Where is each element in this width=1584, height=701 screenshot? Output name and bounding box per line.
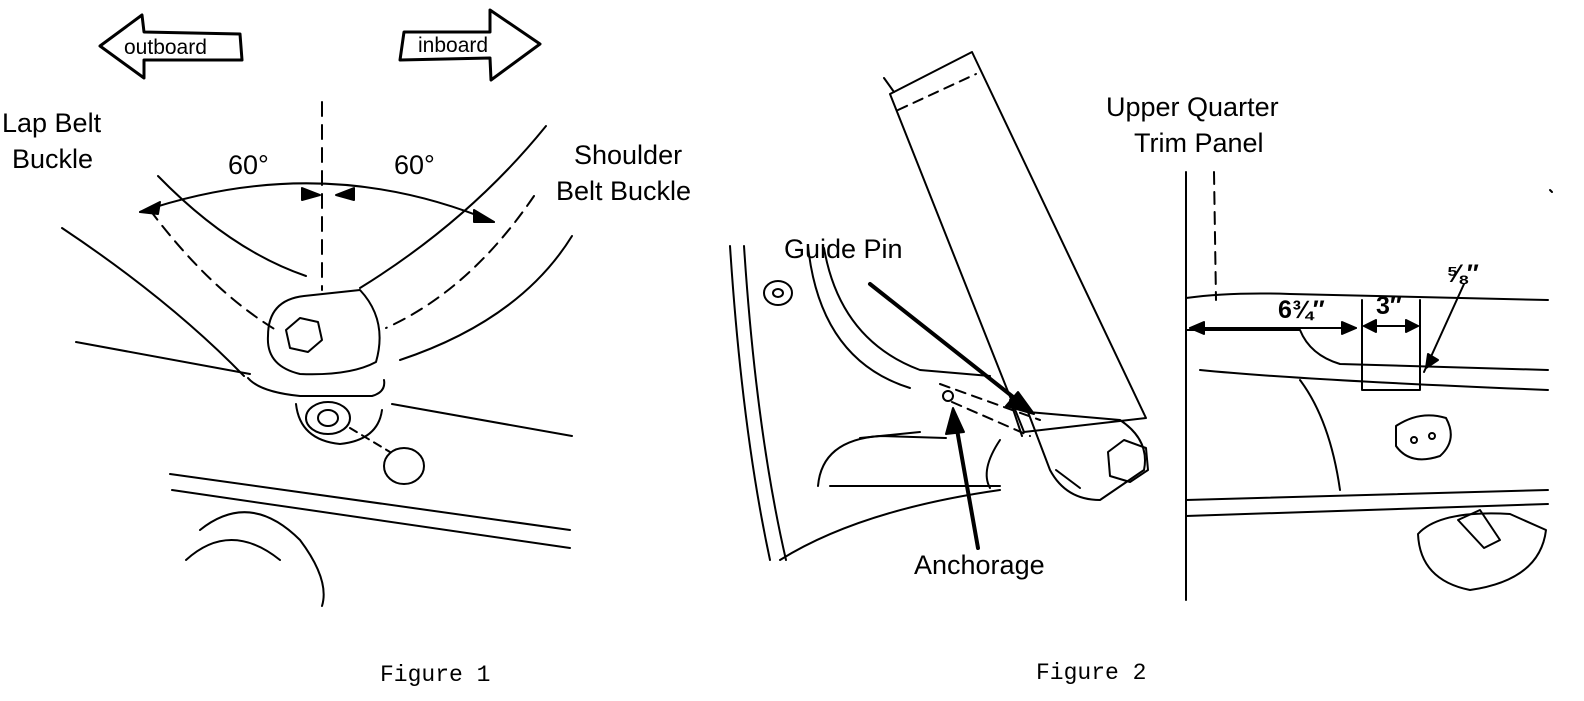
angle-right-label: 60° [394, 150, 435, 180]
anchorage-label: Anchorage [914, 550, 1045, 580]
shoulder-belt-strap [359, 125, 547, 289]
angle-arc [139, 182, 495, 223]
inboard-label: inboard [418, 34, 489, 57]
outboard-arrow [98, 13, 244, 80]
latch-plate [1395, 414, 1452, 461]
trim-tab [1361, 299, 1421, 391]
figure-1-drawing [61, 8, 573, 607]
shoulder-belt-label-line2: Belt Buckle [556, 176, 692, 206]
angle-arrowhead-center-left [301, 187, 321, 201]
door-frame-outline [729, 245, 771, 561]
anchor-bolt-head-icon [285, 317, 323, 353]
angle-arrowhead-right [473, 209, 495, 223]
guide-pin-bolt-icon [1107, 439, 1149, 483]
anchor-washer [305, 401, 351, 435]
trim-panel-label-line1: Upper Quarter [1106, 92, 1279, 122]
inboard-arrow [398, 8, 542, 82]
handle-pocket [1417, 512, 1547, 591]
guide-pin-label: Guide Pin [784, 234, 903, 264]
anchorage-hole-icon [942, 390, 954, 402]
dimension-3-label: 3″ [1376, 292, 1402, 320]
belt-buckle-housing [1027, 411, 1146, 501]
figure-2-drawing [729, 51, 1553, 601]
lap-belt-strap [157, 175, 307, 277]
shoulder-belt-label-line1: Shoulder [574, 140, 683, 170]
trim-screw-icon [763, 280, 793, 306]
angle-arrowhead-left [139, 201, 161, 215]
dimension-6-3-4-label: 6¾″ [1278, 296, 1325, 324]
angle-arrowhead-center-right [335, 187, 355, 201]
guide-pin-leader [868, 282, 1024, 406]
dimension-5-8-label: ⅝″ [1446, 260, 1479, 288]
anchor-cap-icon [383, 447, 425, 485]
figure-2-caption: Figure 2 [1036, 660, 1147, 686]
wheel-well-arc [199, 511, 325, 607]
figure-1-caption: Figure 1 [380, 662, 491, 688]
angle-left-label: 60° [228, 150, 269, 180]
lap-belt-label-line2: Buckle [12, 144, 94, 174]
outboard-label: outboard [124, 36, 207, 59]
anchorage-leader [954, 422, 980, 550]
trim-panel-label-line2: Trim Panel [1134, 128, 1264, 158]
buckle-anchor-plate [266, 289, 381, 376]
belt-webbing-panel [889, 51, 1147, 433]
lap-belt-label-line1: Lap Belt [2, 108, 102, 138]
